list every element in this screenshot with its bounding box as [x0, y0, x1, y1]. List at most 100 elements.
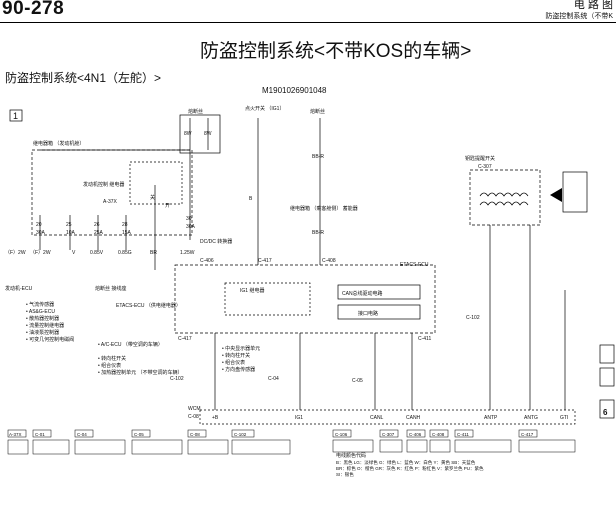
conn-c04: C-04 [268, 376, 279, 382]
bullet-left-1: • AS&G-ECU [26, 309, 55, 315]
ig1-relay-box [224, 282, 311, 316]
bullet-left-5: • 可变几何控制电磁阀 [26, 336, 74, 343]
conn-c417: C-417 [258, 258, 272, 264]
wire-bb-r: BB-R [312, 154, 324, 160]
wcm-pin-canh: CANH [406, 415, 421, 421]
fusible-link-top: 熔断丝 [188, 108, 203, 115]
bullet-left2-3: • 加热器控制单元 （不带空调的车辆） [98, 369, 183, 376]
section-header: 电 路 图 防盗控制系统（不带K [545, 0, 613, 22]
section-title: 电 路 图 [573, 0, 613, 11]
relay-box-label: 继电器箱 （发动机舱） [33, 140, 84, 147]
bottom-conn-c417: C-417 [521, 432, 534, 437]
side-box-label: 6 [603, 408, 608, 417]
wcm-pin-antg: ANTG [524, 415, 538, 421]
wire-bb-r-2: BB-R [312, 230, 324, 236]
wcm-pin-antp: ANTP [484, 415, 498, 421]
legend-line-3: SI：银色 [336, 471, 354, 478]
side-conn-3 [599, 399, 615, 419]
wcm-label: WCM [188, 406, 201, 412]
fuse-30-amp: 30A [186, 224, 196, 230]
interface-label: 接口电路 [358, 310, 378, 317]
section-subtitle: 防盗控制系统（不带K [545, 13, 613, 20]
bottom-conn-c08: C-08 [190, 432, 200, 437]
page-title: 防盗控制系统<不带KOS的车辆> [200, 41, 472, 62]
arrow-f-2w-1: （F）2W [5, 250, 26, 256]
etacs-ecu-supply-label: ETACS-ECU （供电继电器） [116, 302, 181, 309]
ig1-relay-label: IG1 继电器 [240, 287, 264, 294]
relay-switch-off: 关 [150, 194, 155, 201]
bullet-left-4: • 油液泵控制器 [26, 329, 59, 336]
header-divider [0, 22, 616, 23]
wire-085v: 0.85V [90, 250, 104, 256]
diagram-subtitle: 防盗控制系统<4N1（左舵）> [5, 71, 162, 85]
page-number: 90-278 [2, 0, 65, 19]
wire-b-top: B [249, 196, 253, 202]
interface-box [337, 304, 421, 320]
sheet-number: 1 [13, 111, 18, 121]
key-icon-box [562, 171, 588, 213]
bullet-mid-2: • 组合仪表 [222, 359, 245, 366]
engine-relay-label: 发动机控制 继电器 [83, 181, 124, 188]
conn-c417-b: C-417 [178, 336, 192, 342]
can-driver-label: CAN总线驱动电路 [342, 290, 383, 297]
can-driver-box [337, 284, 421, 300]
dcdc-label: DC/DC 转换器 [200, 238, 232, 245]
fuse-26-num: 26 [94, 222, 100, 228]
wire-v: V [72, 250, 76, 256]
legend-title: 电线颜色代码 [336, 452, 366, 459]
arrow-f-2w-2: （F）2W [30, 250, 51, 256]
conn-c411: C-411 [418, 336, 431, 342]
bullet-left-0: • 气流传感器 [26, 301, 54, 308]
etacs-ecu-box [174, 264, 436, 334]
fuse-25-num: 25 [66, 222, 72, 228]
fuse-30-num: 30 [186, 216, 192, 222]
wcm-pin-b: +B [212, 415, 219, 421]
bottom-conn-c408: C-408 [432, 432, 445, 437]
bullet-left-3: • 流量控制继电器 [26, 322, 64, 329]
wcm-pin-gti: GTI [560, 415, 568, 421]
bottom-conn-c106: C-106 [335, 432, 348, 437]
wcm-pin-canl: CANL [370, 415, 384, 421]
bullet-left-2: • 散热器控制器 [26, 315, 59, 322]
document-code: M1901026901048 [262, 86, 327, 95]
bullet-mid-1: • 转向柱开关 [222, 352, 250, 359]
bottom-conn-c102: C-102 [234, 432, 247, 437]
fuse-28-num: 28 [122, 222, 128, 228]
key-switch-box [469, 169, 541, 226]
relay-box-label-2: 继电器箱 （乘客舱侧） 蓄能器 [290, 205, 358, 212]
bottom-conn-c05: C-05 [134, 432, 144, 437]
bottom-conn-c411: C-411 [457, 432, 469, 437]
legend-line-2: BR：棕色 O：橙色 GR：灰色 R：红色 P：粉红色 V：紫罗兰色 PU：紫色 [336, 465, 484, 472]
key-arrow-icon [550, 188, 562, 202]
fusible-amp-right: 8W [204, 131, 212, 137]
bottom-conn-c04: C-04 [77, 432, 87, 437]
wire-br: BR [150, 250, 157, 256]
bottom-conn-c01: C-01 [35, 432, 45, 437]
engine-relay-connector: A-37X [103, 199, 118, 205]
wcm-box [199, 409, 576, 425]
fuse-20-num: 20 [36, 222, 42, 228]
key-switch-label: 钥匙提醒开关 [465, 155, 495, 162]
ignition-switch-label: 点火开关 （IG1） [245, 105, 284, 112]
bullet-mid-0: • 中央显示器单元 [222, 345, 260, 352]
key-switch-conn: C-307 [478, 164, 492, 170]
bullet-left2-2: • 组合仪表 [98, 362, 121, 369]
etacs-label: ETACS-ECU [400, 262, 429, 268]
fusible-amp-left: 8W [184, 131, 192, 137]
bullet-left2-0: • A/C-ECU （带空调的车辆） [98, 341, 163, 348]
bottom-conn-c406: C-406 [409, 432, 422, 437]
bullet-left2-1: • 转向柱开关 [98, 355, 126, 362]
side-conn-1 [599, 344, 615, 364]
legend-line-1: B：黑色 LG：淡绿色 G：绿色 L：蓝色 W：白色 Y：黄色 SB：天蓝色 [336, 459, 476, 466]
conn-c406: C-406 [200, 258, 214, 264]
wire-085g: 0.85G [118, 250, 132, 256]
conn-c102-right: C-102 [466, 315, 480, 321]
sheet-number-box [9, 109, 23, 122]
wcm-conn: C-08 [188, 414, 199, 420]
bullet-mid-3: • 方向盘传感器 [222, 366, 255, 373]
wcm-pin-ig1: IG1 [295, 415, 303, 421]
side-conn-2 [599, 367, 615, 387]
fusible-link-box [179, 114, 221, 154]
relay-box-engine [31, 149, 193, 236]
conn-c102: C-102 [170, 376, 184, 382]
